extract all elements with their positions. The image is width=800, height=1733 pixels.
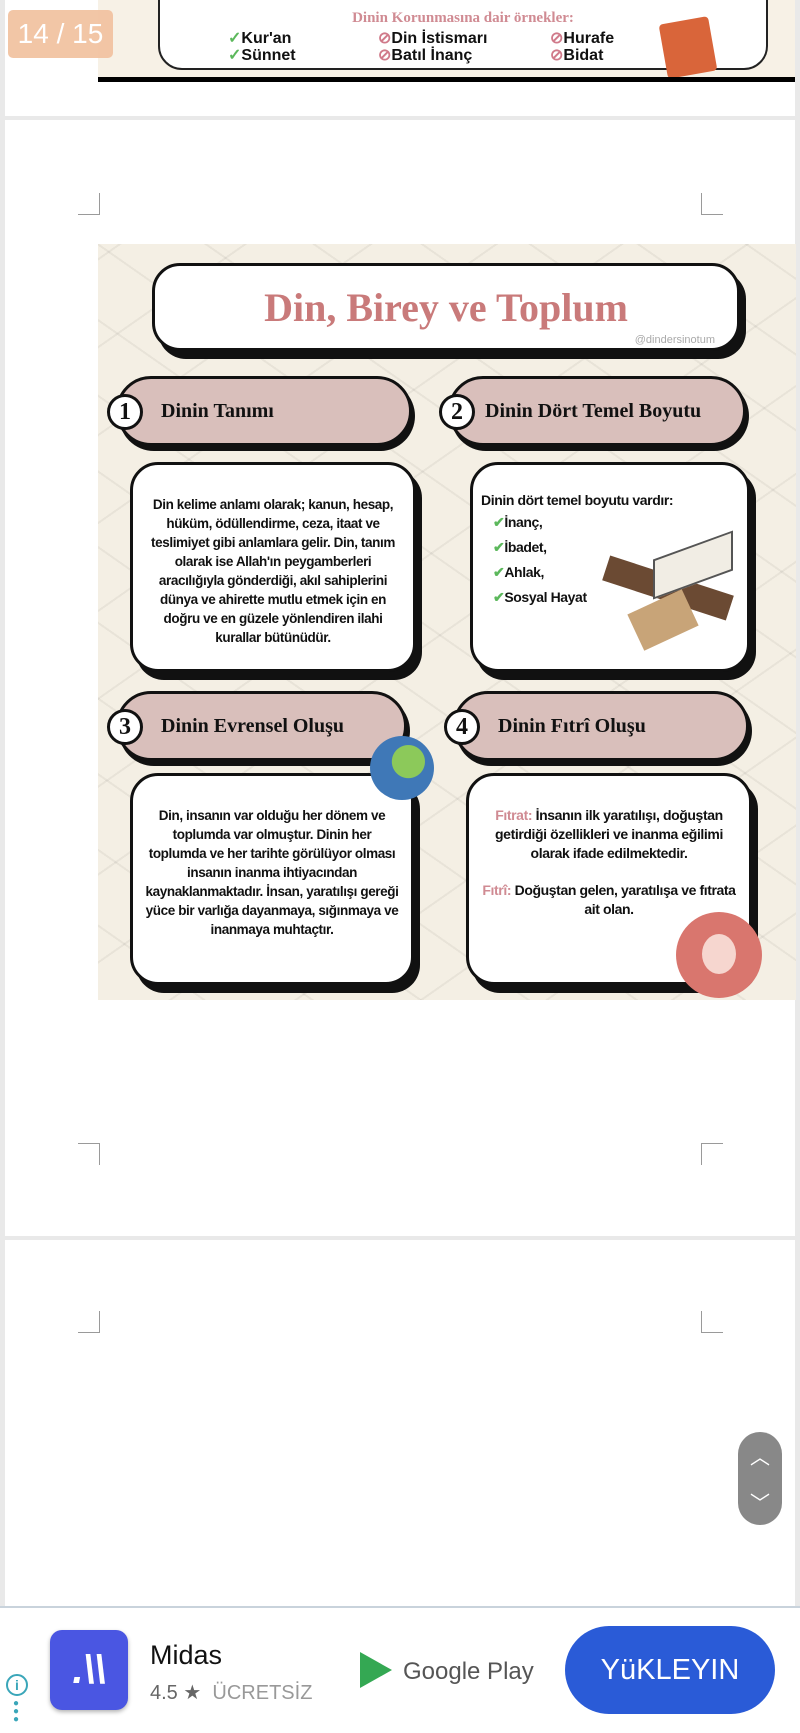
globe-icon xyxy=(370,736,434,800)
app-name[interactable]: Midas xyxy=(150,1640,223,1670)
list-item: ✔Ahlak, xyxy=(493,564,544,580)
list-item: ✔Sosyal Hayat xyxy=(493,589,587,605)
scroll-up-button[interactable]: ︿ xyxy=(738,1432,782,1478)
ad-info-icon[interactable]: i xyxy=(6,1674,28,1696)
google-play-logo xyxy=(360,1652,392,1688)
embryo-icon xyxy=(676,912,762,998)
list-item: ✔İnanç, xyxy=(493,514,543,530)
chevron-up-icon: ︿ xyxy=(750,1446,770,1469)
ad-options-icon[interactable]: ●●● xyxy=(13,1698,20,1725)
section-2-box: Dinin dört temel boyutu vardır: ✔İnanç, … xyxy=(470,462,750,672)
next-page xyxy=(5,1240,795,1606)
crop-mark xyxy=(701,1143,723,1165)
ad-banner[interactable]: i ●●● .\\ Midas 4.5 ★ ÜCRETSİZ Google Pl… xyxy=(0,1606,800,1733)
crop-mark xyxy=(78,193,100,215)
app-icon[interactable]: .\\ xyxy=(50,1630,128,1710)
page-divider-line xyxy=(98,77,795,82)
install-button[interactable]: YüKLEYIN xyxy=(565,1626,775,1714)
infographic-title: Din, Birey ve Toplum@dindersinotum xyxy=(152,263,740,351)
app-rating: 4.5 ★ xyxy=(150,1682,202,1704)
section-1-text: Din kelime anlamı olarak; kanun, hesap, … xyxy=(130,462,416,672)
previous-page-image: Dinin Korunmasına dair örnekler: ✓Kur'an… xyxy=(98,0,795,80)
crop-mark xyxy=(78,1143,100,1165)
crop-mark xyxy=(701,1311,723,1333)
store-name: Google Play xyxy=(403,1658,534,1685)
page-scroll-control: ︿ ﹀ xyxy=(738,1432,782,1525)
scroll-down-button[interactable]: ﹀ xyxy=(738,1478,782,1524)
app-price: ÜCRETSİZ xyxy=(212,1682,313,1704)
crop-mark xyxy=(78,1311,100,1333)
chevron-down-icon: ﹀ xyxy=(750,1492,770,1515)
book-illustration xyxy=(658,16,718,79)
rahle-quran-stand-illustration xyxy=(593,530,743,651)
section-3-text: Din, insanın var olduğu her dönem ve top… xyxy=(130,773,414,985)
list-item: ✔İbadet, xyxy=(493,539,547,555)
page-counter: 14 / 15 xyxy=(8,10,113,58)
crop-mark xyxy=(701,193,723,215)
